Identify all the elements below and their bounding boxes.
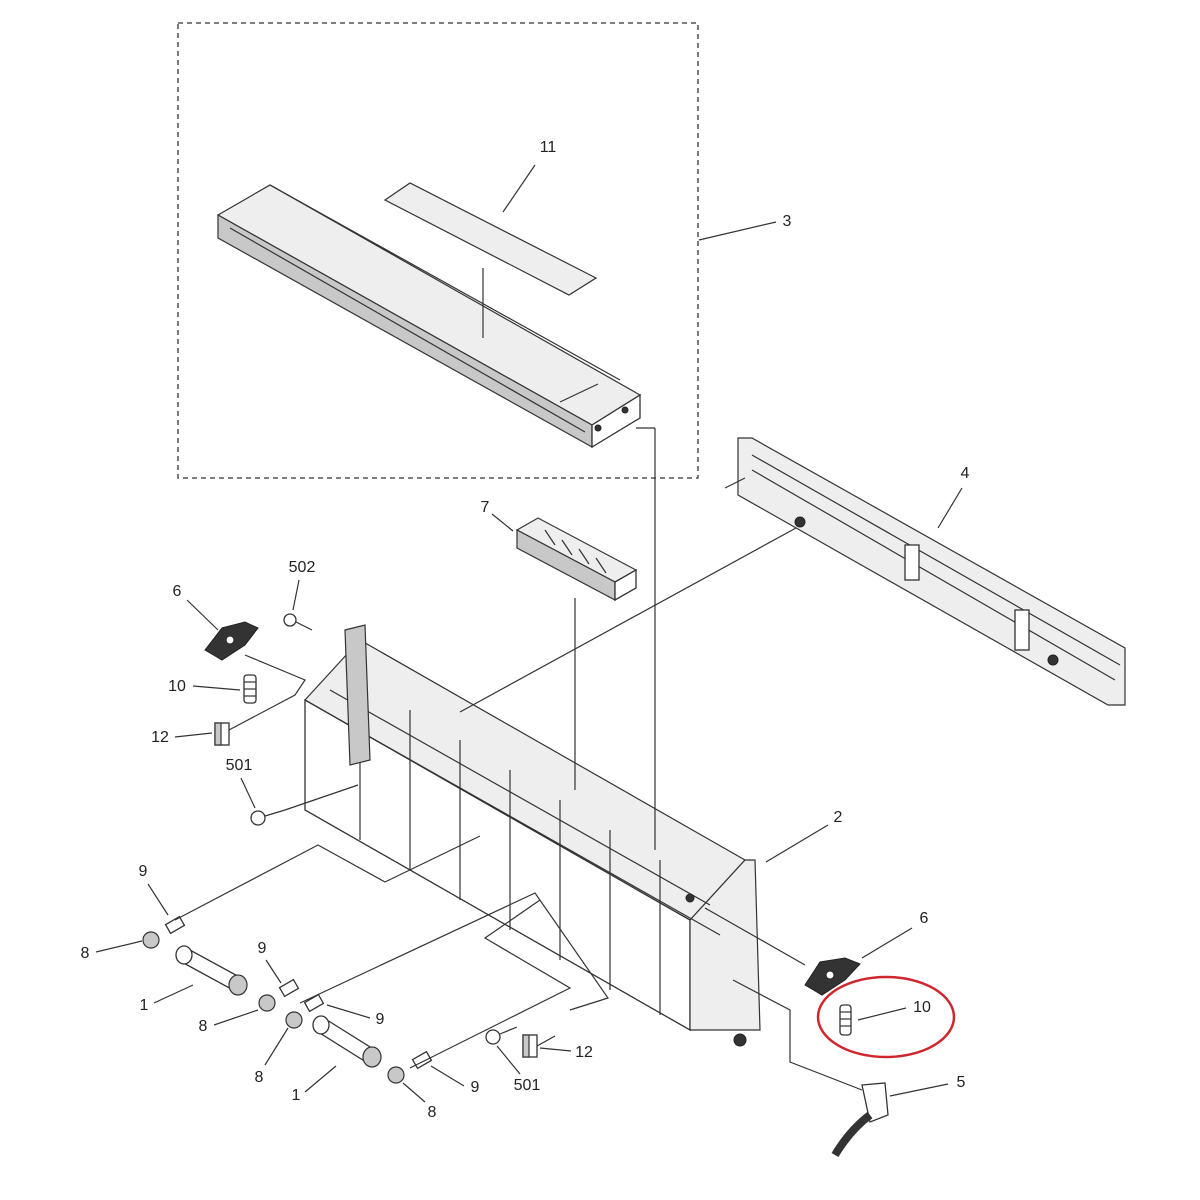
svg-text:10: 10 bbox=[168, 678, 186, 695]
svg-text:11: 11 bbox=[540, 139, 557, 156]
part-7-finger-block bbox=[515, 517, 638, 602]
svg-text:501: 501 bbox=[226, 757, 253, 774]
leader-6-right bbox=[704, 907, 806, 966]
svg-text:12: 12 bbox=[151, 729, 169, 746]
callout-9-upper: 9 bbox=[139, 863, 169, 916]
svg-text:4: 4 bbox=[961, 465, 970, 482]
callout-12-left: 12 bbox=[151, 729, 213, 746]
part-8-bearing-1 bbox=[142, 931, 160, 949]
assembly-3-dashed-box bbox=[177, 22, 699, 479]
part-9-spring-2 bbox=[278, 978, 300, 998]
callout-9-lower: 9 bbox=[430, 1065, 480, 1096]
svg-text:8: 8 bbox=[199, 1018, 208, 1035]
svg-text:12: 12 bbox=[575, 1044, 593, 1061]
part-501-screw-right bbox=[485, 1026, 518, 1045]
svg-text:1: 1 bbox=[292, 1087, 301, 1104]
callout-11: 11 bbox=[502, 139, 557, 213]
svg-text:8: 8 bbox=[81, 945, 90, 962]
leader-frame-to-screw bbox=[299, 892, 609, 1011]
svg-text:501: 501 bbox=[514, 1077, 541, 1094]
part-4-side-rail bbox=[724, 437, 1126, 706]
callout-8-lower-left: 8 bbox=[255, 1027, 289, 1086]
svg-text:6: 6 bbox=[920, 910, 929, 927]
part-12-block-right bbox=[522, 1034, 538, 1058]
callout-9-middle: 9 bbox=[258, 940, 282, 984]
svg-text:8: 8 bbox=[428, 1104, 437, 1121]
part-8-bearing-4 bbox=[387, 1066, 405, 1084]
leader-frame-to-rollers bbox=[174, 835, 481, 921]
callout-8-middle: 8 bbox=[199, 1009, 259, 1035]
part-6-lever-left bbox=[204, 621, 259, 661]
part-11-label-sheet bbox=[383, 182, 598, 296]
svg-text:5: 5 bbox=[957, 1074, 966, 1091]
svg-text:6: 6 bbox=[173, 583, 182, 600]
part-2-guide-frame bbox=[304, 624, 761, 1047]
part-8-bearing-3 bbox=[285, 1011, 303, 1029]
callout-8-lower: 8 bbox=[402, 1082, 437, 1121]
leader-frame-to-lower-rollers bbox=[409, 899, 572, 1069]
part-3-cover-bar bbox=[216, 184, 642, 449]
callout-2: 2 bbox=[765, 809, 843, 863]
part-12-block-left bbox=[214, 722, 230, 746]
part-10-spring-right bbox=[839, 1004, 852, 1036]
part-5-handle bbox=[831, 1082, 889, 1158]
svg-text:9: 9 bbox=[258, 940, 267, 957]
callout-501-left: 501 bbox=[226, 757, 256, 809]
part-1-roller-upper bbox=[175, 945, 248, 996]
callout-8-upper: 8 bbox=[81, 940, 143, 962]
highlight-ring-part-10 bbox=[816, 975, 956, 1059]
svg-text:9: 9 bbox=[376, 1011, 385, 1028]
svg-text:1: 1 bbox=[140, 997, 149, 1014]
callout-1-lower: 1 bbox=[292, 1065, 337, 1104]
callout-7: 7 bbox=[481, 499, 514, 532]
callout-10-right: 10 bbox=[857, 999, 931, 1021]
callout-6-left: 6 bbox=[173, 583, 219, 631]
callout-502: 502 bbox=[289, 559, 316, 611]
part-9-spring-3 bbox=[303, 993, 325, 1013]
part-9-spring-1 bbox=[164, 915, 186, 935]
part-501-screw-left bbox=[250, 809, 286, 826]
svg-text:2: 2 bbox=[834, 809, 843, 826]
leader-501-left bbox=[284, 784, 359, 811]
part-1-roller-lower bbox=[312, 1015, 382, 1068]
callout-9-right: 9 bbox=[326, 1004, 385, 1028]
callout-5: 5 bbox=[889, 1074, 966, 1097]
part-502-screw bbox=[283, 613, 313, 631]
part-10-spring-left bbox=[243, 674, 257, 704]
part-8-bearing-2 bbox=[258, 994, 276, 1012]
callout-12-right: 12 bbox=[539, 1044, 593, 1061]
svg-text:7: 7 bbox=[481, 499, 490, 516]
callout-4: 4 bbox=[937, 465, 970, 529]
leader-left-lever bbox=[228, 654, 306, 731]
svg-text:9: 9 bbox=[471, 1079, 480, 1096]
svg-text:3: 3 bbox=[783, 213, 792, 230]
callout-10-left: 10 bbox=[168, 678, 241, 695]
leader-12-right bbox=[536, 1035, 556, 1047]
svg-text:10: 10 bbox=[913, 999, 931, 1016]
callout-6-right: 6 bbox=[861, 910, 929, 959]
callout-3: 3 bbox=[698, 213, 792, 241]
svg-text:9: 9 bbox=[139, 863, 148, 880]
leader-5-handle bbox=[732, 979, 863, 1091]
callout-1-upper: 1 bbox=[140, 984, 194, 1014]
svg-text:502: 502 bbox=[289, 559, 316, 576]
callout-501-right: 501 bbox=[496, 1045, 541, 1094]
leader-4-to-frame bbox=[459, 527, 797, 713]
svg-text:8: 8 bbox=[255, 1069, 264, 1086]
part-6-lever-right bbox=[804, 957, 861, 996]
